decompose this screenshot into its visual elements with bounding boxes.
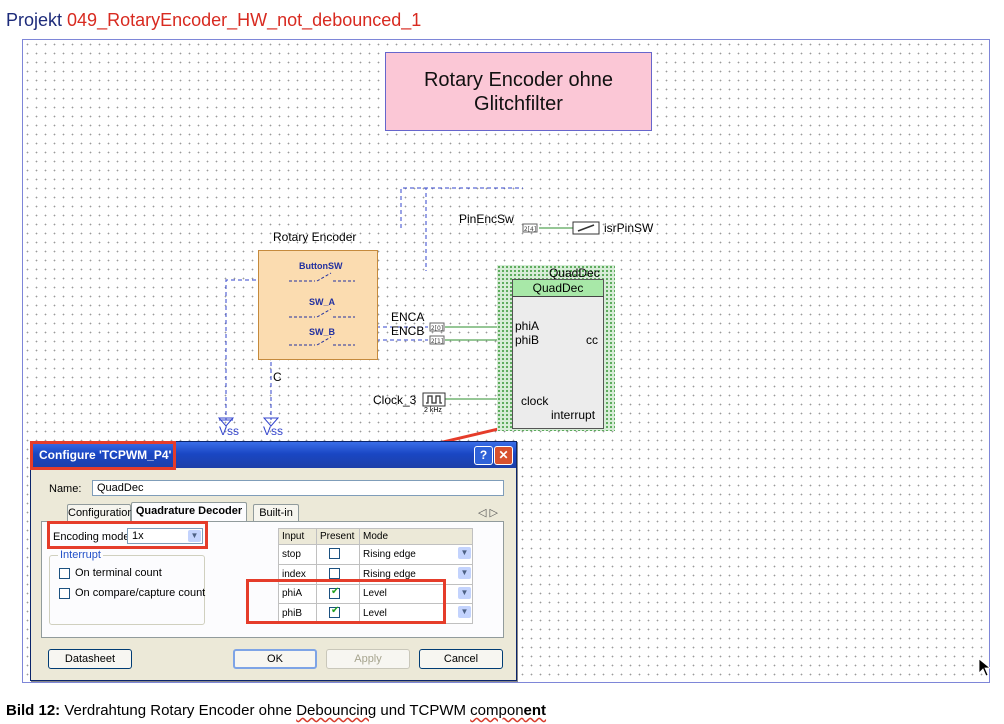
quaddec-instance-name: QuadDec <box>549 266 600 280</box>
schematic-title-box[interactable]: Rotary Encoder ohne Glitchfilter <box>385 52 652 131</box>
name-input[interactable]: QuadDec <box>92 480 504 496</box>
encoding-mode-value: 1x <box>132 530 144 542</box>
grid-header-mode: Mode <box>359 527 473 546</box>
on-terminal-count-label: On terminal count <box>75 567 162 579</box>
chevron-down-icon[interactable]: ▼ <box>458 547 471 560</box>
net-label-enca: ENCA <box>391 310 425 324</box>
enc-swa-label: SW_A <box>309 297 336 307</box>
caption-text-a: Verdrahtung Rotary Encoder ohne <box>60 702 297 719</box>
wire-pinencsw <box>400 187 427 271</box>
caption-label: Bild 12: <box>6 702 61 719</box>
grid-header-present: Present <box>316 527 360 546</box>
schematic-title-line2: Glitchfilter <box>474 92 563 115</box>
table-row[interactable]: stop Rising edge ▼ <box>278 544 473 566</box>
vss-symbol-2 <box>262 417 280 427</box>
rotary-encoder-block[interactable]: ButtonSW SW_A SW_B <box>258 250 378 360</box>
encoder-label: Rotary Encoder <box>273 230 357 244</box>
figure-caption: Bild 12: Verdrahtung Rotary Encoder ohne… <box>6 702 546 719</box>
help-button[interactable]: ? <box>474 446 493 465</box>
checkmark-icon: ✔ <box>331 605 340 617</box>
caption-text-b: und TCPWM <box>376 702 471 719</box>
present-checkbox-phia[interactable]: ✔ <box>329 585 340 599</box>
on-compare-capture-checkbox[interactable] <box>59 588 70 599</box>
chevron-down-icon[interactable]: ▼ <box>188 530 201 542</box>
mode-value-index: Rising edge <box>363 568 416 580</box>
net-label-common: C <box>273 370 282 384</box>
port-phia: phiA <box>515 319 540 333</box>
quaddec-component[interactable] <box>512 279 604 429</box>
chevron-down-icon[interactable]: ▼ <box>458 567 471 580</box>
enc-buttonsw-label: ButtonSW <box>299 261 343 271</box>
chevron-down-icon[interactable]: ▼ <box>458 606 471 619</box>
mode-value-phia: Level <box>363 588 387 600</box>
tab-built-in[interactable]: Built-in <box>253 504 299 522</box>
cancel-button[interactable]: Cancel <box>419 649 503 669</box>
pin-tag-text-pinencsw: 2[4] <box>524 226 536 233</box>
project-name: 049_RotaryEncoder_HW_not_debounced_1 <box>67 10 422 30</box>
grid-header-row: Input Present Mode <box>278 527 473 546</box>
on-compare-capture-label: On compare/capture count <box>75 587 206 599</box>
ok-button[interactable]: OK <box>233 649 317 669</box>
close-button[interactable]: ✕ <box>494 446 513 465</box>
caption-word-ent: ent <box>523 702 547 719</box>
page-header: Projekt 049_RotaryEncoder_HW_not_debounc… <box>6 10 421 31</box>
grid-header-input: Input <box>278 527 317 546</box>
header-prefix: Projekt <box>6 10 68 30</box>
net-label-encb: ENCB <box>391 324 425 338</box>
configure-dialog[interactable]: Configure 'TCPWM_P4' ? ✕ Name: QuadDec C… <box>30 441 517 681</box>
tab-quadrature-decoder[interactable]: Quadrature Decoder <box>131 502 247 523</box>
net-label-pinencsw: PinEncSw <box>459 212 514 226</box>
wire-pinencsw-dash <box>400 187 523 228</box>
mode-value-phib: Level <box>363 608 387 620</box>
apply-button[interactable]: Apply <box>326 649 410 669</box>
port-interrupt: interrupt <box>551 408 596 422</box>
present-checkbox-index[interactable] <box>329 568 340 580</box>
interrupt-groupbox <box>49 555 205 625</box>
mode-value-stop: Rising edge <box>363 549 416 561</box>
vss-symbol-1 <box>217 417 235 427</box>
vss-label-1: Vss <box>219 424 240 438</box>
tab-scroll-arrows[interactable]: ◁ ▷ <box>478 507 498 519</box>
encoding-mode-select[interactable]: 1x ▼ <box>127 528 203 544</box>
mouse-cursor-icon <box>978 658 992 677</box>
isr-label: isrPinSW <box>604 221 654 235</box>
clock-frequency: 2 kHz <box>424 407 442 414</box>
port-phib: phiB <box>515 333 540 347</box>
caption-word-debouncing: Debouncing <box>296 702 377 719</box>
mode-select-stop[interactable]: Rising edge ▼ <box>359 544 473 566</box>
vss-label-2: Vss <box>263 424 284 438</box>
on-terminal-count-checkbox[interactable] <box>59 568 70 579</box>
name-label: Name: <box>49 483 82 495</box>
pin-tag-text-enca: 2[0] <box>431 325 443 332</box>
clock-icon <box>422 392 446 407</box>
wire-buttonsw <box>225 279 256 420</box>
highlight-encoding-mode <box>47 521 208 549</box>
pin-tag-encb <box>429 335 445 345</box>
pin-tag-text-encb: 2[1] <box>431 338 443 345</box>
port-clock: clock <box>521 394 549 408</box>
schematic-title-line1: Rotary Encoder ohne <box>423 68 613 91</box>
pin-tag-enca <box>429 322 445 332</box>
port-cc: cc <box>586 333 598 347</box>
checkmark-icon: ✔ <box>331 585 340 597</box>
clock-name: Clock_3 <box>373 393 417 407</box>
interrupt-group-label: Interrupt <box>58 549 103 561</box>
grid-input-stop: stop <box>278 544 317 566</box>
highlight-phi-rows <box>246 579 446 624</box>
datasheet-button[interactable]: Datasheet <box>48 649 132 669</box>
schematic-canvas[interactable]: Rotary Encoder ohne Glitchfilter <box>22 39 992 683</box>
present-checkbox-stop[interactable] <box>329 548 340 560</box>
highlight-dialog-title <box>30 441 176 470</box>
caption-word-compo: compon <box>470 702 524 719</box>
present-checkbox-phib[interactable]: ✔ <box>329 605 340 619</box>
encoding-mode-label: Encoding mode: <box>53 531 133 543</box>
dialog-titlebar[interactable]: Configure 'TCPWM_P4' ? ✕ <box>31 442 516 468</box>
tab-configuration[interactable]: Configuration <box>67 504 133 522</box>
dialog-title: Configure 'TCPWM_P4' <box>39 448 172 462</box>
pin-tag-pinencsw <box>522 223 538 233</box>
chevron-down-icon[interactable]: ▼ <box>458 586 471 599</box>
quaddec-header: QuadDec <box>512 279 604 297</box>
enc-swb-label: SW_B <box>309 327 336 337</box>
